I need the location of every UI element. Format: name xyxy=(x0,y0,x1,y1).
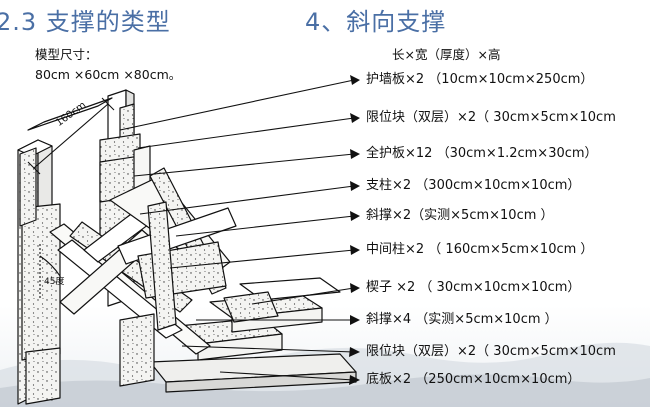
model-size-value: 80cm ×60cm ×80cm。 xyxy=(35,67,182,82)
section-heading: 2.3 支撑的类型 xyxy=(0,8,171,36)
middle-column xyxy=(147,201,177,331)
wedge xyxy=(223,291,279,323)
model-size-title: 模型尺寸： xyxy=(35,47,98,62)
topic-heading: 4、斜向支撑 xyxy=(305,8,447,36)
front-post xyxy=(119,313,155,387)
angle-annotation: 45度 xyxy=(44,277,65,287)
dimensions-header: 长×宽（厚度）×高 xyxy=(392,47,501,62)
